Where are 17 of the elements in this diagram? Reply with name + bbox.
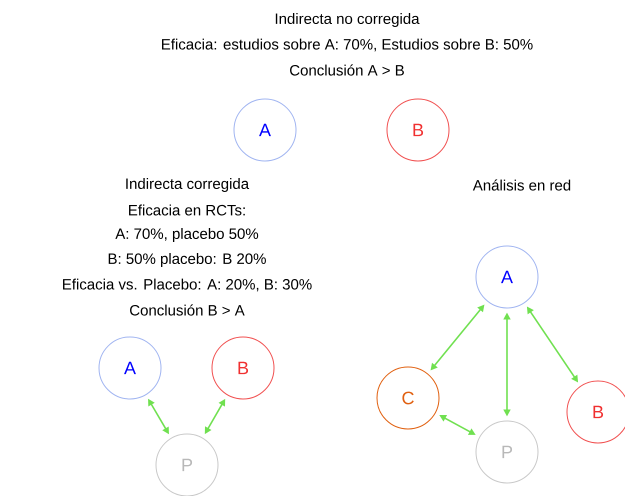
text-line: Indirecta corregida: [126, 178, 250, 192]
text-line: Conclusión A > B: [290, 64, 404, 76]
circle-node: C: [376, 366, 440, 430]
text-line: Indirecta no corregida: [276, 13, 420, 27]
text-line: Eficacia: estudios sobre A: 70%, Estudios sobre B: 50%: [162, 38, 533, 52]
circle-node: B: [212, 336, 274, 400]
circle-node: B: [386, 98, 450, 162]
text-line: A: 70%, placebo 50%: [115, 228, 258, 242]
text-line: B: 50% placebo: B 20%: [108, 253, 266, 267]
text-line: Eficacia en RCTs:: [129, 204, 245, 216]
text-line: Eficacia vs. Placebo: A: 20%, B: 30%: [63, 278, 312, 292]
text-line: Conclusión B > A: [130, 304, 245, 316]
circle-node: A: [234, 98, 296, 162]
circle-node: A: [98, 336, 162, 400]
circle-node: A: [476, 246, 538, 308]
circle-node: P: [476, 420, 538, 484]
text-line: Análisis en red: [472, 179, 570, 191]
